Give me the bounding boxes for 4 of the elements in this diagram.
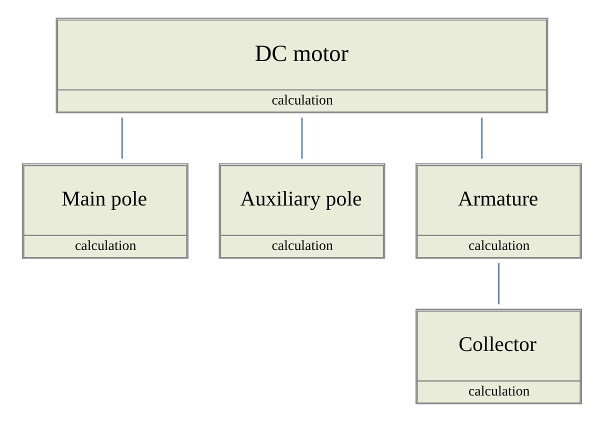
connector [481,117,483,158]
connector [498,262,500,304]
connector [121,117,123,158]
connector [301,117,303,158]
